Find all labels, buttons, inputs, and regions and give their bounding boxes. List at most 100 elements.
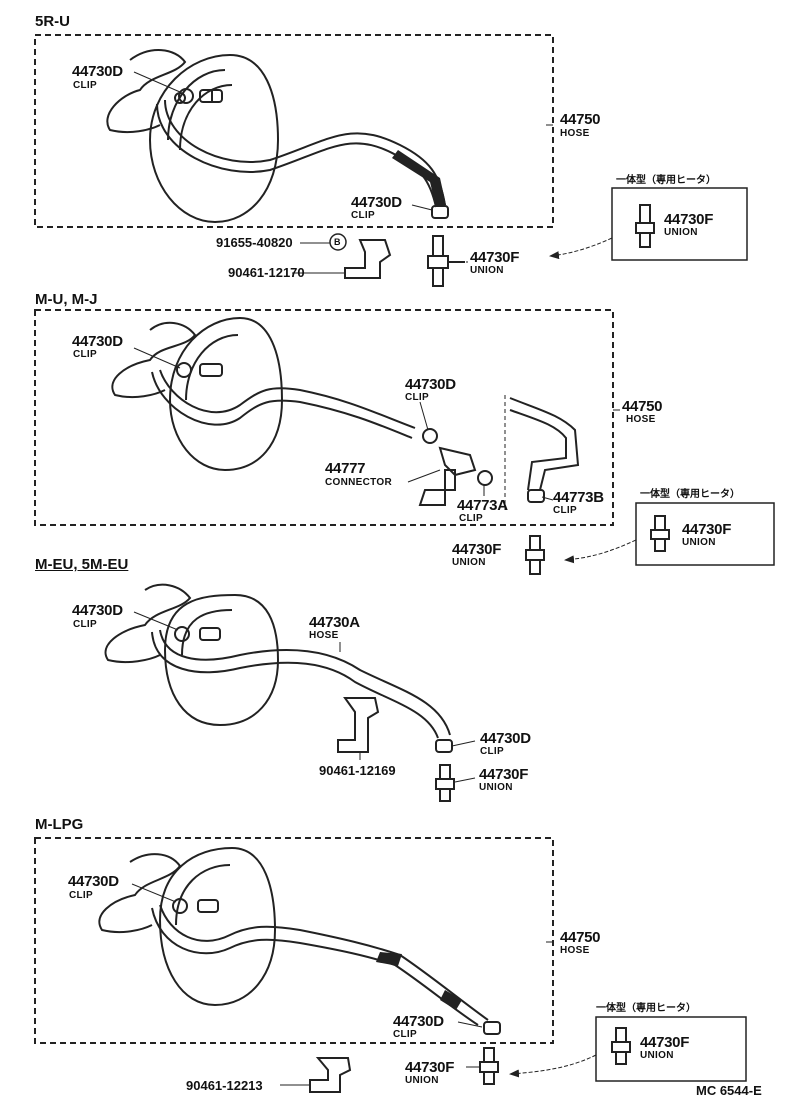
clip-44730d-s2a [176, 362, 192, 378]
label-hose-s4: HOSE [560, 945, 590, 956]
brake-booster-3 [104, 583, 280, 727]
clip-44730d-lower [431, 205, 449, 219]
union-44730f-s1 [427, 235, 465, 287]
leaders-s4 [131, 883, 553, 1086]
label-union-inset4: UNION [640, 1050, 674, 1061]
brake-booster-4 [98, 846, 277, 1007]
union-44730f-s2 [525, 535, 545, 575]
hose-black-end-4b [440, 990, 462, 1010]
label-44730d-s1: 44730D [72, 63, 123, 80]
clip-44730d-s4b [483, 1021, 501, 1035]
arrow-inset-4 [509, 1054, 597, 1078]
arrow-inset-2 [564, 539, 637, 564]
section-mlpg-boundary [34, 837, 554, 1044]
label-union-s1: UNION [470, 265, 504, 276]
union-inset-1 [635, 204, 655, 248]
inset-box-1 [611, 187, 748, 261]
bolt-b-91655 [329, 233, 347, 251]
connector-44777 [418, 446, 477, 506]
label-44730d-s4: 44730D [68, 873, 119, 890]
section-title-5ru: 5R-U [35, 13, 71, 30]
label-90461-12169: 90461-12169 [319, 763, 396, 778]
clip-44773a [477, 470, 493, 486]
inset-title-2: 一体型（専用ヒータ） [640, 489, 740, 500]
label-union-s3: UNION [479, 782, 513, 793]
union-inset-2 [650, 515, 670, 552]
label-90461-12170: 90461-12170 [228, 265, 305, 280]
clip-44730d-s3a [174, 626, 190, 642]
label-44730d-s4b: 44730D [393, 1013, 444, 1030]
check-valve [199, 89, 223, 103]
clip-44730d-s2b [422, 428, 438, 444]
label-hose-s2: HOSE [626, 414, 656, 425]
label-clip-s3b: CLIP [480, 746, 504, 757]
bracket-90461-12213 [309, 1057, 352, 1093]
label-44730f-s1: 44730F [470, 249, 520, 266]
label-union-inset2: UNION [682, 537, 716, 548]
label-44730f-inset1: 44730F [664, 211, 714, 228]
label-union-s4: UNION [405, 1075, 439, 1086]
vacuum-hose-4 [151, 904, 489, 1026]
label-connector: CONNECTOR [325, 477, 392, 488]
check-valve-4 [197, 899, 219, 913]
label-44730f-s4: 44730F [405, 1059, 455, 1076]
label-44750-s2: 44750 [622, 398, 663, 415]
label-hose-s1: HOSE [560, 128, 590, 139]
clip-44773b [527, 489, 545, 503]
union-inset-4 [611, 1027, 631, 1065]
label-clip-s2: CLIP [73, 349, 97, 360]
check-valve-2 [199, 363, 223, 377]
leaders-s3 [133, 611, 476, 783]
hose-44730a [151, 629, 451, 739]
label-44730d-s1b: 44730D [351, 194, 402, 211]
inset-box-4 [595, 1016, 747, 1082]
union-44730f-s3 [435, 764, 455, 802]
union-44730f-s4 [479, 1047, 499, 1085]
label-44730f-s3: 44730F [479, 766, 529, 783]
label-44777: 44777 [325, 460, 366, 477]
bracket-90461-12169 [337, 697, 380, 753]
section-title-meu: M-EU, 5M-EU [35, 556, 129, 573]
inset-title-1: 一体型（専用ヒータ） [616, 175, 716, 186]
label-union-s2: UNION [452, 557, 486, 568]
diagram-code: MC 6544-E [696, 1083, 762, 1098]
clip-44730d-s3b [435, 739, 453, 753]
label-union-inset1: UNION [664, 227, 698, 238]
label-44773a: 44773A [457, 497, 508, 514]
label-44730f-inset4: 44730F [640, 1034, 690, 1051]
label-hose-s3: HOSE [309, 630, 339, 641]
clip-44730d-upper [174, 88, 194, 104]
label-b-mark: B [334, 237, 341, 247]
inset-title-4: 一体型（専用ヒータ） [596, 1003, 696, 1014]
section-title-mlpg: M-LPG [35, 816, 84, 833]
section-mu-boundary [34, 309, 614, 526]
label-44730d-s2b: 44730D [405, 376, 456, 393]
label-44730f-s2: 44730F [452, 541, 502, 558]
arrow-inset-1 [549, 237, 613, 260]
label-clip-773a: CLIP [459, 513, 483, 524]
brake-booster [106, 49, 280, 224]
hose-black-end [392, 150, 446, 207]
label-44750-s4: 44750 [560, 929, 601, 946]
hose-44750-s2 [509, 397, 580, 491]
label-91655: 91655-40820 [216, 235, 293, 250]
label-44730d-s3: 44730D [72, 602, 123, 619]
label-44773b: 44773B [553, 489, 604, 506]
clip-44730d-s4a [172, 898, 188, 914]
section-5ru-boundary [34, 34, 554, 228]
section-title-mu-mj: M-U, M-J [35, 291, 98, 308]
label-44730d-s3b: 44730D [480, 730, 531, 747]
label-clip-773b: CLIP [553, 505, 577, 516]
label-clip-s1b: CLIP [351, 210, 375, 221]
label-clip-s4: CLIP [69, 890, 93, 901]
hose-black-end-4 [376, 952, 402, 966]
label-clip-s3: CLIP [73, 619, 97, 630]
label-clip-s1: CLIP [73, 80, 97, 91]
label-44730f-inset2: 44730F [682, 521, 732, 538]
check-valve-3 [199, 627, 221, 641]
label-44730d-s2: 44730D [72, 333, 123, 350]
label-clip-s4b: CLIP [393, 1029, 417, 1040]
label-90461-12213: 90461-12213 [186, 1078, 263, 1093]
vacuum-hose-2 [151, 369, 416, 439]
